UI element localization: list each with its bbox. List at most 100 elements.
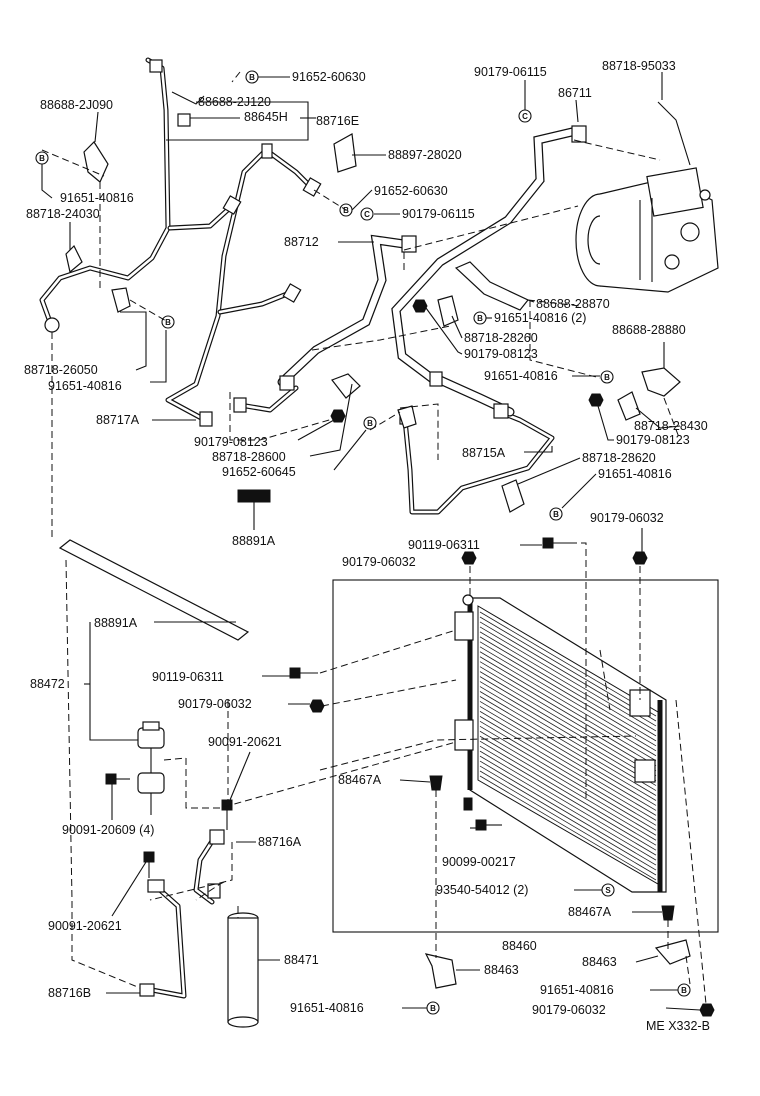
label-93540-54012: 93540-54012 (2) [436, 883, 528, 897]
condenser-fin-line [479, 636, 657, 742]
condenser-fin-line [479, 750, 657, 856]
condenser-fin-line [479, 656, 657, 762]
condenser-fin-line [479, 671, 657, 776]
condenser-fin-line [479, 755, 657, 861]
label-88471: 88471 [284, 953, 319, 967]
nut-symbols: C C [360, 109, 532, 221]
label-91651-40816-f: 91651-40816 [290, 1001, 364, 1015]
label-88463-a: 88463 [484, 963, 519, 977]
svg-text:B: B [477, 314, 483, 323]
label-90179-06032-a: 90179-06032 [590, 511, 664, 525]
svg-text:B: B [39, 154, 45, 163]
wire-95033 [657, 101, 691, 166]
compressor [575, 167, 719, 293]
dashed-guides [41, 71, 707, 1005]
condenser-fin-line [479, 686, 657, 791]
svg-text:B: B [681, 986, 687, 995]
label-88891A-small: 88891A [232, 534, 276, 548]
label-88645H: 88645H [244, 110, 288, 124]
label-90091-20621-b: 90091-20621 [48, 919, 122, 933]
condenser-fin-line [479, 706, 657, 811]
label-88463-b: 88463 [582, 955, 617, 969]
condenser-fin-line [479, 701, 657, 806]
label-90179-06115-b: 90179-06115 [402, 207, 475, 221]
condenser-fin-line [479, 631, 657, 737]
condenser-fin-line [479, 646, 657, 752]
label-90091-20609: 90091-20609 (4) [62, 823, 154, 837]
condenser-fin-line [479, 770, 657, 876]
label-88712: 88712 [284, 235, 319, 249]
label-88897-28020: 88897-28020 [388, 148, 462, 162]
condenser-fin-line [479, 651, 657, 757]
bolts-nuts [105, 299, 715, 1017]
label-91651-40816-c: 91651-40816 [484, 369, 558, 383]
svg-text:C: C [522, 112, 528, 121]
label-88460: 88460 [502, 939, 537, 953]
seal-small [237, 489, 271, 503]
svg-text:S: S [605, 886, 611, 895]
label-90179-06032-d: 90179-06032 [532, 1003, 606, 1017]
label-91651-40816-a: 91651-40816 [60, 191, 134, 205]
label-90179-06115: 90179-06115 [474, 65, 547, 79]
condenser-fin-line [479, 740, 657, 846]
label-90179-08123-a: 90179-08123 [464, 347, 538, 361]
condenser-fin-line [479, 765, 657, 871]
condenser-fin-line [479, 616, 657, 722]
seal-symbol: S [601, 883, 615, 897]
label-88718-95033: 88718-95033 [602, 59, 676, 73]
label-90091-20621-a: 90091-20621 [208, 735, 282, 749]
brackets [65, 133, 691, 989]
label-90099-00217: 90099-00217 [442, 855, 516, 869]
condenser-fin-line [479, 745, 657, 851]
label-90179-08123-c: 90179-08123 [194, 435, 268, 449]
label-91652-60630-b: 91652-60630 [374, 184, 448, 198]
condenser-fin-line [479, 725, 657, 831]
label-88718-28600: 88718-28600 [212, 450, 286, 464]
condenser-fins [479, 611, 657, 881]
label-91651-40816-b: 91651-40816 [48, 379, 122, 393]
svg-text:B: B [604, 373, 610, 382]
label-88718-26050: 88718-26050 [24, 363, 98, 377]
condenser-fin-line [479, 775, 657, 881]
condenser-fin-line [479, 691, 657, 796]
label-88472: 88472 [30, 677, 65, 691]
svg-text:B: B [430, 1004, 436, 1013]
label-88688-2J120: 88688-2J120 [198, 95, 271, 109]
label-88718-28260: 88718-28260 [464, 331, 538, 345]
label-88467A-b: 88467A [568, 905, 612, 919]
label-91651-40816-e: 91651-40816 [540, 983, 614, 997]
condenser-fin-line [479, 621, 657, 727]
svg-text:B: B [249, 73, 255, 82]
label-88718-24030: 88718-24030 [26, 207, 100, 221]
svg-text:B: B [553, 510, 559, 519]
label-90119-06311-b: 90119-06311 [152, 670, 224, 684]
label-90179-08123-b: 90179-08123 [616, 433, 690, 447]
condenser-fin-line [479, 760, 657, 866]
label-88688-28880: 88688-28880 [612, 323, 686, 337]
svg-text:C: C [364, 210, 370, 219]
label-88716E: 88716E [316, 114, 359, 128]
label-88688-28870: 88688-28870 [536, 297, 610, 311]
label-88688-2J090: 88688-2J090 [40, 98, 113, 112]
label-88715A: 88715A [462, 446, 506, 460]
condenser-fin-line [479, 730, 657, 836]
label-88718-28430: 88718-28430 [634, 419, 708, 433]
condenser [454, 594, 667, 893]
seal-strip-large [58, 539, 250, 641]
label-88467A-a: 88467A [338, 773, 382, 787]
condenser-fin-line [479, 666, 657, 772]
part-labels: 91652-60630 90179-06115 88718-95033 8868… [24, 59, 710, 1033]
label-86711: 86711 [558, 86, 592, 100]
leader-lines [41, 72, 701, 1011]
diagram-code: ME X332-B [646, 1019, 710, 1033]
label-88716A: 88716A [258, 835, 302, 849]
condenser-fin-line [479, 716, 657, 821]
label-91651-40816-d: 91651-40816 [598, 467, 672, 481]
condenser-fin-line [479, 626, 657, 732]
condenser-fin-line [479, 696, 657, 801]
bolt-symbols: B B B B B B B B B B [35, 70, 691, 1015]
label-88891A-strip: 88891A [94, 616, 138, 630]
condenser-fin-line [479, 681, 657, 786]
condenser-fin-line [479, 641, 657, 747]
